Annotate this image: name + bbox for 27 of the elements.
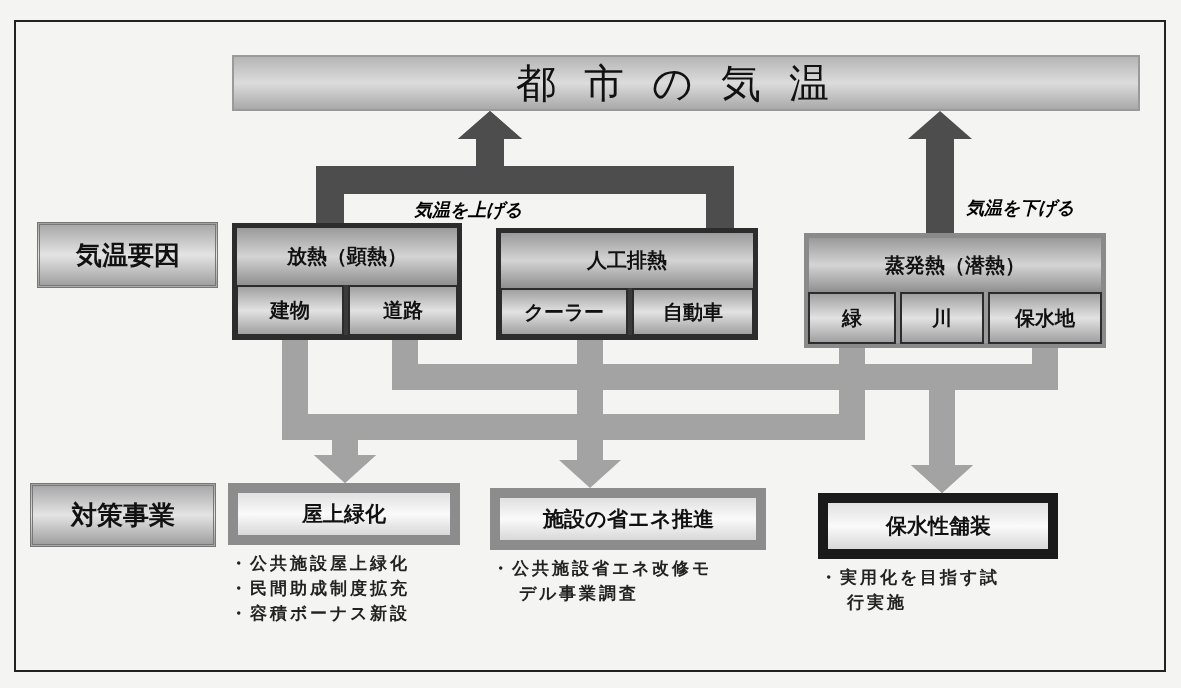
arrow: [458, 111, 734, 228]
group-heading: 蒸発熱（潜熱）: [809, 238, 1101, 292]
bullet-item: ・民間助成制度拡充: [230, 577, 411, 600]
arrow: [908, 111, 972, 233]
bullet-item: ・容積ボーナス新設: [230, 602, 411, 625]
group-heading: 人工排熱: [501, 233, 753, 288]
temperature-band: 都市の気温: [232, 55, 1140, 111]
row-label-box: 対策事業: [30, 483, 216, 547]
cause-group-box: [232, 223, 462, 340]
row-label-box: 気温要因: [37, 222, 218, 288]
cause-box: 道路: [348, 285, 458, 336]
bullet-item: ・公共施設屋上緑化: [230, 552, 411, 575]
cause-group-box: [804, 233, 1106, 348]
cause-box: 保水地: [988, 292, 1102, 344]
measure-box: 保水性舗装: [818, 493, 1058, 559]
cause-box: 川: [900, 292, 984, 344]
measure-box: 屋上緑化: [228, 483, 460, 545]
measure-box: 施設の省エネ推進: [490, 488, 766, 550]
cause-box: 緑: [808, 292, 896, 344]
arrow: [559, 340, 621, 488]
cause-box: 自動車: [632, 288, 754, 336]
bullet-item: ・公共施設省エネ改修モデル事業調査: [492, 557, 713, 605]
group-heading: 放熱（顕熱）: [237, 228, 457, 285]
bullet-item: ・実用化を目指す試行実施: [820, 566, 1001, 614]
cause-group-box: [496, 228, 758, 340]
cause-box: 建物: [236, 285, 344, 336]
cause-box: クーラー: [500, 288, 628, 336]
